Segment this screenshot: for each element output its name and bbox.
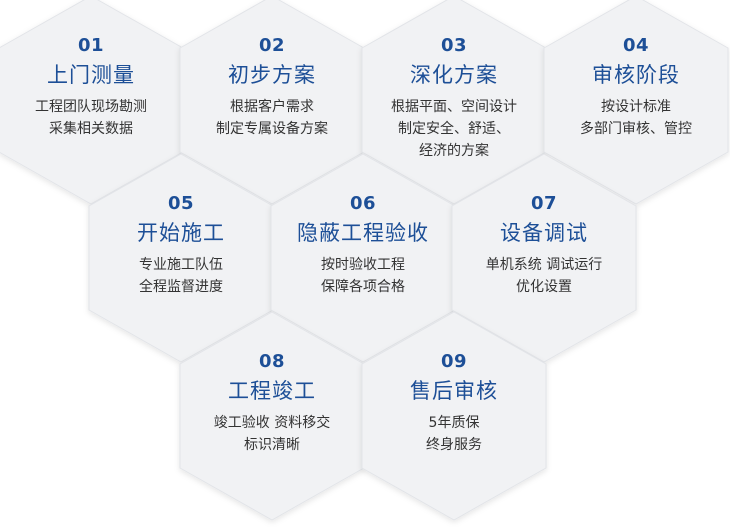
step-06: 06 隐蔽工程验收按时验收工程保障各项合格 [263, 193, 463, 298]
step-hexagon-04 [543, 0, 729, 205]
step-title: 隐蔽工程验收 [297, 221, 429, 245]
step-description-line: 根据客户需求 [230, 99, 314, 115]
step-hexagon-07 [451, 153, 637, 363]
step-number: 09 [440, 351, 468, 372]
step-title: 初步方案 [228, 63, 316, 87]
step-description: 按设计标准多部门审核、管控 [536, 96, 730, 140]
step-title: 工程竣工 [228, 379, 316, 403]
step-title: 深化方案 [410, 63, 498, 87]
step-03: 03 深化方案根据平面、空间设计制定安全、舒适、经济的方案 [354, 35, 554, 162]
step-description: 单机系统 调试运行优化设置 [444, 254, 644, 298]
step-07: 07 设备调试单机系统 调试运行优化设置 [444, 193, 644, 298]
step-hexagon-09 [361, 311, 547, 521]
step-number: 07 [530, 193, 558, 214]
step-description: 根据平面、空间设计制定安全、舒适、经济的方案 [354, 96, 554, 162]
step-05: 05 开始施工专业施工队伍全程监督进度 [81, 193, 281, 298]
step-number: 04 [622, 35, 650, 56]
step-description-line: 竣工验收 资料移交 [213, 415, 331, 431]
step-09: 09 售后审核 5年质保终身服务 [354, 351, 554, 456]
step-title: 开始施工 [137, 221, 225, 245]
step-description-line: 全程监督进度 [139, 279, 223, 295]
step-04: 04 审核阶段按设计标准多部门审核、管控 [536, 35, 730, 140]
step-description-line: 多部门审核、管控 [580, 121, 692, 137]
step-description: 5年质保终身服务 [354, 412, 554, 456]
step-description-line: 制定安全、舒适、 [398, 121, 510, 137]
step-title: 设备调试 [500, 221, 588, 245]
step-description-line: 标识清晰 [244, 437, 300, 453]
step-description-line: 保障各项合格 [321, 279, 405, 295]
step-description-line: 优化设置 [516, 279, 572, 295]
step-description: 根据客户需求制定专属设备方案 [172, 96, 372, 140]
step-number: 08 [258, 351, 286, 372]
step-description-line: 按设计标准 [601, 99, 671, 115]
step-02: 02 初步方案根据客户需求制定专属设备方案 [172, 35, 372, 140]
step-number: 02 [258, 35, 286, 56]
step-description-line: 制定专属设备方案 [216, 121, 328, 137]
step-title: 上门测量 [47, 63, 135, 87]
step-description-line: 单机系统 调试运行 [485, 257, 603, 273]
step-number: 05 [167, 193, 195, 214]
step-description-line: 根据平面、空间设计 [391, 99, 517, 115]
step-description-line: 5年质保 [428, 415, 480, 431]
step-description-line: 采集相关数据 [49, 121, 133, 137]
step-title: 售后审核 [410, 379, 498, 403]
step-description: 工程团队现场勘测采集相关数据 [0, 96, 191, 140]
step-number: 01 [77, 35, 105, 56]
step-description-line: 专业施工队伍 [139, 257, 223, 273]
step-description-line: 按时验收工程 [321, 257, 405, 273]
step-description-line: 工程团队现场勘测 [35, 99, 147, 115]
step-description: 竣工验收 资料移交标识清晰 [172, 412, 372, 456]
step-description-line: 终身服务 [426, 437, 482, 453]
step-description-line: 经济的方案 [419, 143, 489, 159]
step-title: 审核阶段 [592, 63, 680, 87]
step-number: 03 [440, 35, 468, 56]
step-08: 08 工程竣工竣工验收 资料移交标识清晰 [172, 351, 372, 456]
step-description: 按时验收工程保障各项合格 [263, 254, 463, 298]
step-01: 01 上门测量工程团队现场勘测采集相关数据 [0, 35, 191, 140]
step-number: 06 [349, 193, 377, 214]
step-description: 专业施工队伍全程监督进度 [81, 254, 281, 298]
